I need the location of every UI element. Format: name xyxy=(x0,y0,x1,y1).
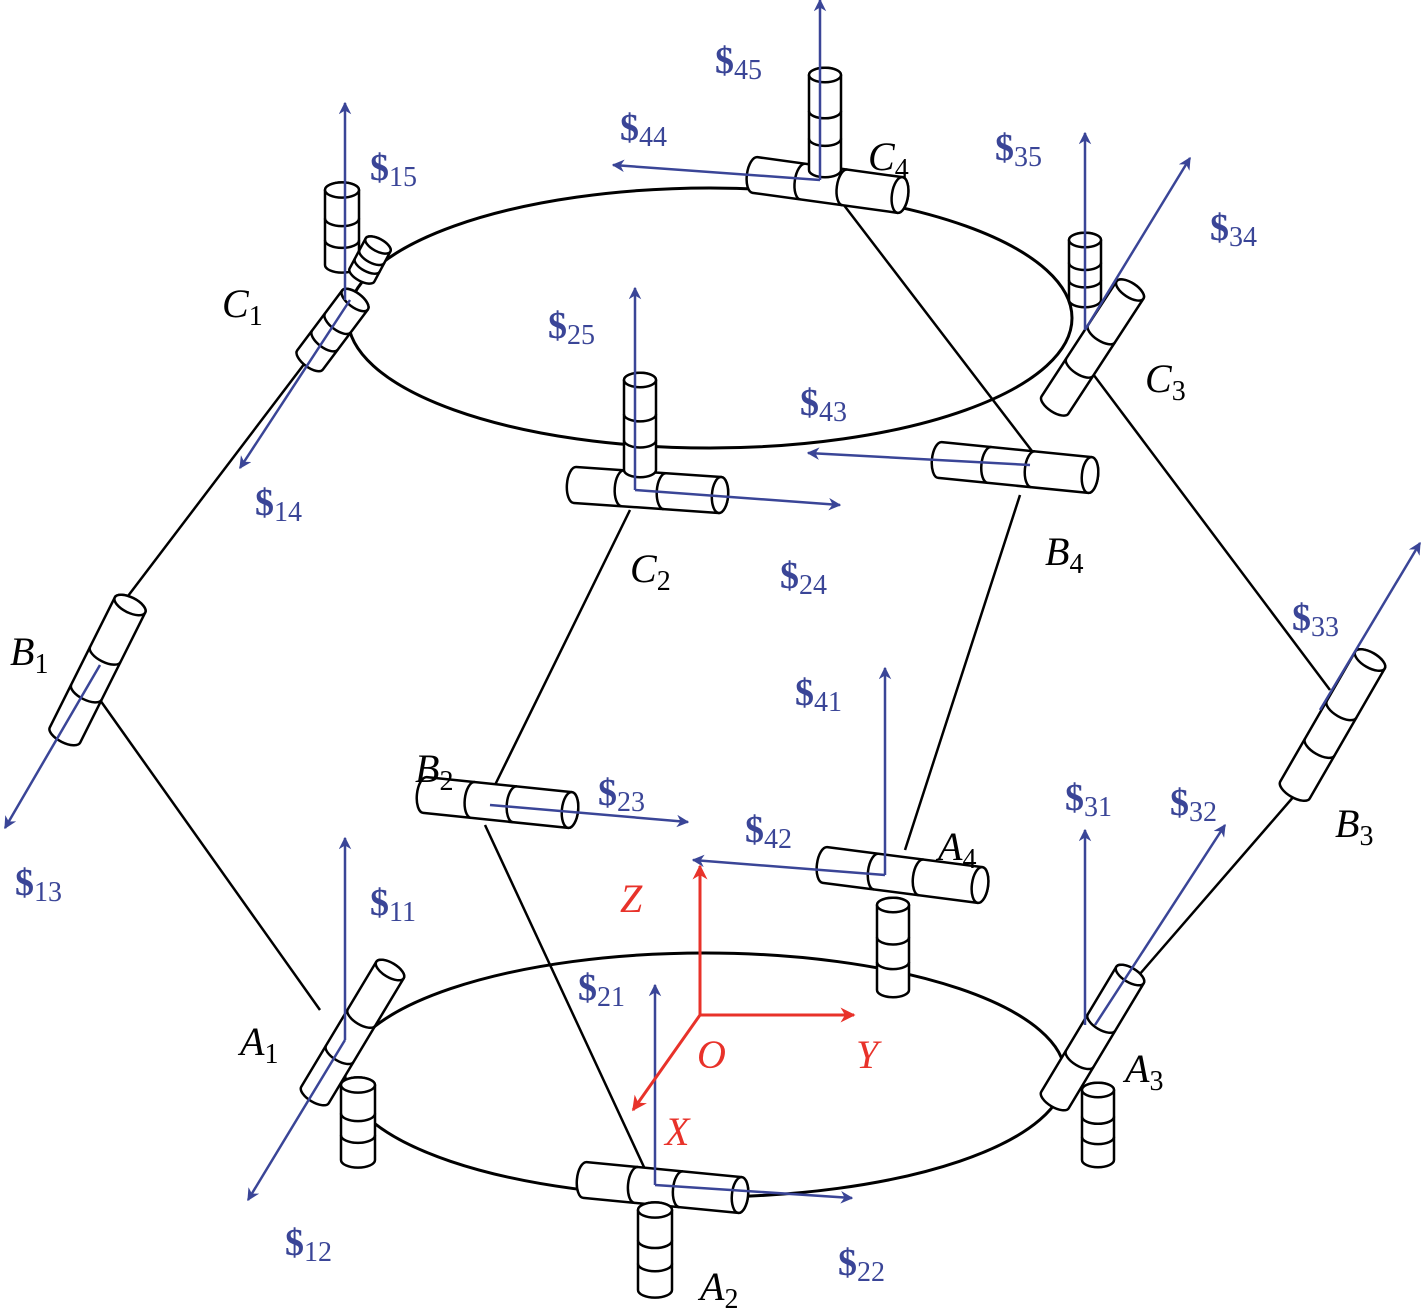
screw-axis-arrow xyxy=(246,1039,347,1202)
revolute-joint-cylinder xyxy=(1039,963,1146,1112)
revolute-joint-cylinder xyxy=(339,1076,377,1169)
screw-label: $44 xyxy=(620,107,667,153)
screw-axis-arrow xyxy=(238,299,352,470)
joint-label: C4 xyxy=(868,134,909,185)
screw-axis-arrow xyxy=(1083,156,1192,331)
screw-label: $15 xyxy=(370,147,417,193)
revolute-joint-cylinder xyxy=(745,155,910,215)
link-rod xyxy=(493,509,632,786)
revolute-joint-cylinder xyxy=(415,775,580,830)
revolute-joint-cylinder xyxy=(1039,278,1146,417)
screw-label: $32 xyxy=(1170,782,1217,828)
screw-label: $12 xyxy=(285,1222,332,1268)
screw-label: $13 xyxy=(15,862,62,908)
revolute-joint-cylinder xyxy=(1080,1081,1116,1169)
screw-axis-arrow xyxy=(611,159,821,182)
joint-label: B1 xyxy=(10,629,48,680)
screw-axis-arrow xyxy=(1318,541,1421,711)
screw-label: $14 xyxy=(255,482,302,528)
screw-label: $45 xyxy=(715,40,762,86)
revolute-joint-cylinder xyxy=(622,371,658,479)
link-rod xyxy=(483,824,652,1181)
revolute-joint-cylinder xyxy=(323,181,361,274)
joint-label: C1 xyxy=(222,281,263,332)
revolute-joint-cylinder xyxy=(815,845,990,905)
x-axis-label: X xyxy=(663,1109,691,1154)
joint-label: A3 xyxy=(1122,1046,1163,1097)
screw-axis-arrow xyxy=(1093,823,1227,1026)
y-axis-label: Y xyxy=(856,1032,882,1077)
screw-label: $11 xyxy=(370,882,416,928)
joint-label: A2 xyxy=(697,1264,738,1314)
screw-label: $34 xyxy=(1210,207,1257,253)
joint-label: C2 xyxy=(630,546,671,597)
joint-label: A4 xyxy=(935,824,976,875)
revolute-joint-cylinder xyxy=(1278,647,1387,802)
screw-label: $24 xyxy=(780,555,827,601)
z-axis-label: Z xyxy=(620,876,643,921)
screw-label: $31 xyxy=(1065,777,1112,823)
screw-axis-arrow xyxy=(489,803,690,828)
link-rod xyxy=(1089,369,1331,691)
origin-label: O xyxy=(697,1032,726,1077)
link-rod xyxy=(98,699,322,1011)
screw-label: $41 xyxy=(795,672,842,718)
joint-label: B3 xyxy=(1335,801,1373,852)
screw-label: $21 xyxy=(578,967,625,1013)
revolute-joint-cylinder xyxy=(636,1201,674,1299)
joint-label: A1 xyxy=(237,1019,278,1070)
screw-label: $42 xyxy=(745,809,792,855)
screw-axis-arrow xyxy=(634,488,842,511)
screw-label: $25 xyxy=(548,305,595,351)
screw-axis-arrow xyxy=(806,447,1031,467)
link-rod xyxy=(839,199,1036,456)
revolute-joint-cylinder xyxy=(807,66,843,179)
revolute-joint-cylinder xyxy=(295,287,370,373)
revolute-joint-cylinder xyxy=(348,235,392,285)
screw-label: $35 xyxy=(995,127,1042,173)
revolute-joint-cylinder xyxy=(875,896,911,999)
screw-label: $23 xyxy=(598,772,645,818)
joint-label: B4 xyxy=(1045,529,1083,580)
screw-label: $22 xyxy=(838,1242,885,1288)
screw-axis-arrow xyxy=(654,1183,854,1204)
screw-axis-arrow xyxy=(3,664,102,830)
moving-platform-ellipse xyxy=(346,186,1074,450)
revolute-joint-cylinder xyxy=(575,1160,750,1215)
screw-label: $33 xyxy=(1292,597,1339,643)
screw-label: $43 xyxy=(800,382,847,428)
joint-label: C3 xyxy=(1145,356,1186,407)
x-axis-arrow xyxy=(631,1014,702,1112)
joint-label: B2 xyxy=(415,746,453,797)
link-rod xyxy=(124,329,331,601)
screw-axis-arrow xyxy=(691,854,886,877)
link-rod xyxy=(903,494,1022,851)
revolute-joint-cylinder xyxy=(930,440,1100,495)
